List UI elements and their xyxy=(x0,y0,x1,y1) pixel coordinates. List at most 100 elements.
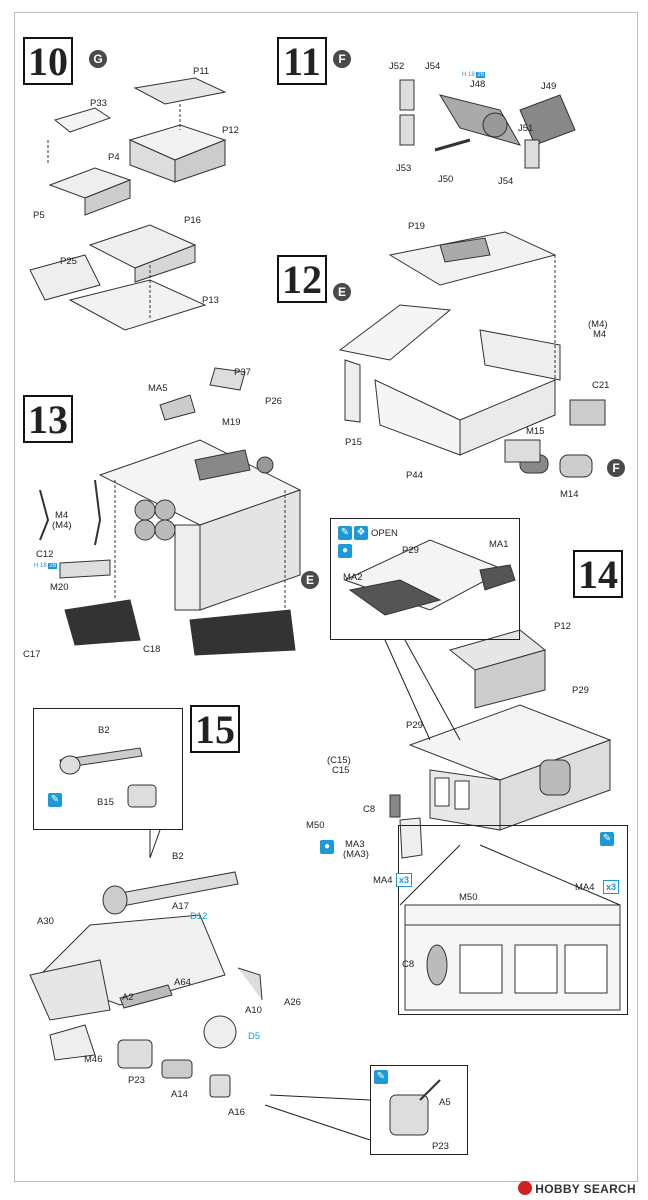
part-label: A26 xyxy=(284,997,301,1008)
part-label: B15 xyxy=(97,797,114,808)
part-label: P4 xyxy=(108,152,120,163)
part-label: C18 xyxy=(143,644,161,655)
part-label: C15 xyxy=(332,765,350,776)
part-label: J51 xyxy=(518,123,534,134)
part-label: C8 xyxy=(402,959,415,970)
part-label: A17 xyxy=(172,901,189,912)
part-label: A5 xyxy=(439,1097,451,1108)
step-11-number: 11 xyxy=(277,37,327,85)
part-label: A2 xyxy=(122,992,134,1003)
part-label: MA5 xyxy=(148,383,168,394)
step11-drawing xyxy=(399,79,576,169)
part-label: (C15) xyxy=(327,755,351,766)
part-sprue-f-icon: F xyxy=(333,50,351,68)
part-label: C17 xyxy=(23,649,41,660)
part-label: M20 xyxy=(50,582,69,593)
step14-detail-drawing xyxy=(404,904,621,1011)
part-label: C12 xyxy=(36,549,54,560)
drill-icon: ❖ xyxy=(354,526,368,540)
part-label: P44 xyxy=(406,470,423,481)
part-sprue-e-icon: E xyxy=(301,571,319,589)
part-label: D12 xyxy=(190,911,208,922)
callout-lines xyxy=(149,639,621,1141)
part-label: P23 xyxy=(128,1075,145,1086)
part-label: A14 xyxy=(171,1089,188,1100)
part-label: M15 xyxy=(526,426,545,437)
part-label: P12 xyxy=(554,621,571,632)
part-label: P5 xyxy=(33,210,45,221)
part-sprue-f-icon: F xyxy=(607,459,625,477)
part-label: P25 xyxy=(60,256,77,267)
part-label: P15 xyxy=(345,437,362,448)
step-14-number: 14 xyxy=(573,550,623,598)
part-label: MA1 xyxy=(489,539,509,550)
step-12-number: 12 xyxy=(277,255,327,303)
step13-drawing xyxy=(39,367,302,656)
step-13-number: 13 xyxy=(23,395,73,443)
part-label: J50 xyxy=(438,174,454,185)
step10-drawing xyxy=(29,77,227,331)
part-label: D5 xyxy=(248,1031,261,1042)
step14-open-inset xyxy=(330,518,520,640)
part-label: M4 xyxy=(55,510,69,521)
reference-label: H 18 26 xyxy=(34,563,58,569)
open-label: OPEN xyxy=(371,528,398,539)
step14-detail-inset xyxy=(398,825,628,1015)
part-label: P12 xyxy=(222,125,239,136)
part-label: MA3 xyxy=(345,839,365,850)
part-label: M50 xyxy=(459,892,478,903)
part-label: A30 xyxy=(37,916,54,927)
part-sprue-g-icon: G xyxy=(89,50,107,68)
part-label: J52 xyxy=(389,61,405,72)
part-label: J54 xyxy=(425,61,441,72)
cement-icon: ✎ xyxy=(600,832,614,846)
part-label: P23 xyxy=(432,1141,449,1152)
cement-icon: ✎ xyxy=(338,526,352,540)
part-label: (M4) xyxy=(588,319,608,330)
step14-drawing xyxy=(343,539,612,859)
part-label: M4 xyxy=(593,329,607,340)
part-label: MA2 xyxy=(343,572,363,583)
step-10-number: 10 xyxy=(23,37,73,85)
part-label: J49 xyxy=(541,81,557,92)
step15-detail-inset xyxy=(33,708,183,830)
part-label: P11 xyxy=(193,66,210,77)
part-label: M46 xyxy=(84,1054,103,1065)
part-label: C21 xyxy=(592,380,610,391)
part-label: P29 xyxy=(406,720,423,731)
part-label: A16 xyxy=(228,1107,245,1118)
part-label: A64 xyxy=(174,977,191,988)
part-label: MA4 xyxy=(575,882,595,893)
quantity-badge: x3 xyxy=(396,873,413,887)
cement-icon: ✎ xyxy=(374,1070,388,1084)
part-label: M50 xyxy=(306,820,325,831)
part-label: (M4) xyxy=(52,520,72,531)
reference-label: H 18 26 xyxy=(462,72,486,78)
part-label: P29 xyxy=(402,545,419,556)
part-label: MA4 xyxy=(373,875,393,886)
watermark: HOBBY SEARCH xyxy=(518,1181,636,1196)
part-label: P33 xyxy=(90,98,107,109)
instruction-page xyxy=(14,12,638,1182)
part-label: P29 xyxy=(572,685,589,696)
part-label: P13 xyxy=(202,295,219,306)
part-label: J54 xyxy=(498,176,514,187)
step-15-number: 15 xyxy=(190,705,240,753)
part-label: P16 xyxy=(184,215,201,226)
part-label: J53 xyxy=(396,163,412,174)
step12-drawing xyxy=(338,231,606,478)
part-label: B2 xyxy=(172,851,184,862)
part-label: J48 xyxy=(470,79,486,90)
step15-drawing xyxy=(29,747,441,1136)
quantity-badge: x3 xyxy=(603,880,620,894)
part-label: P26 xyxy=(265,396,282,407)
cement-icon: ● xyxy=(338,544,352,558)
part-sprue-e-icon: E xyxy=(333,283,351,301)
part-label: M14 xyxy=(560,489,579,500)
part-label: (MA3) xyxy=(343,849,369,860)
step15-p23-inset xyxy=(370,1065,468,1155)
part-label: B2 xyxy=(98,725,110,736)
part-label: P37 xyxy=(234,367,251,378)
part-label: M19 xyxy=(222,417,241,428)
